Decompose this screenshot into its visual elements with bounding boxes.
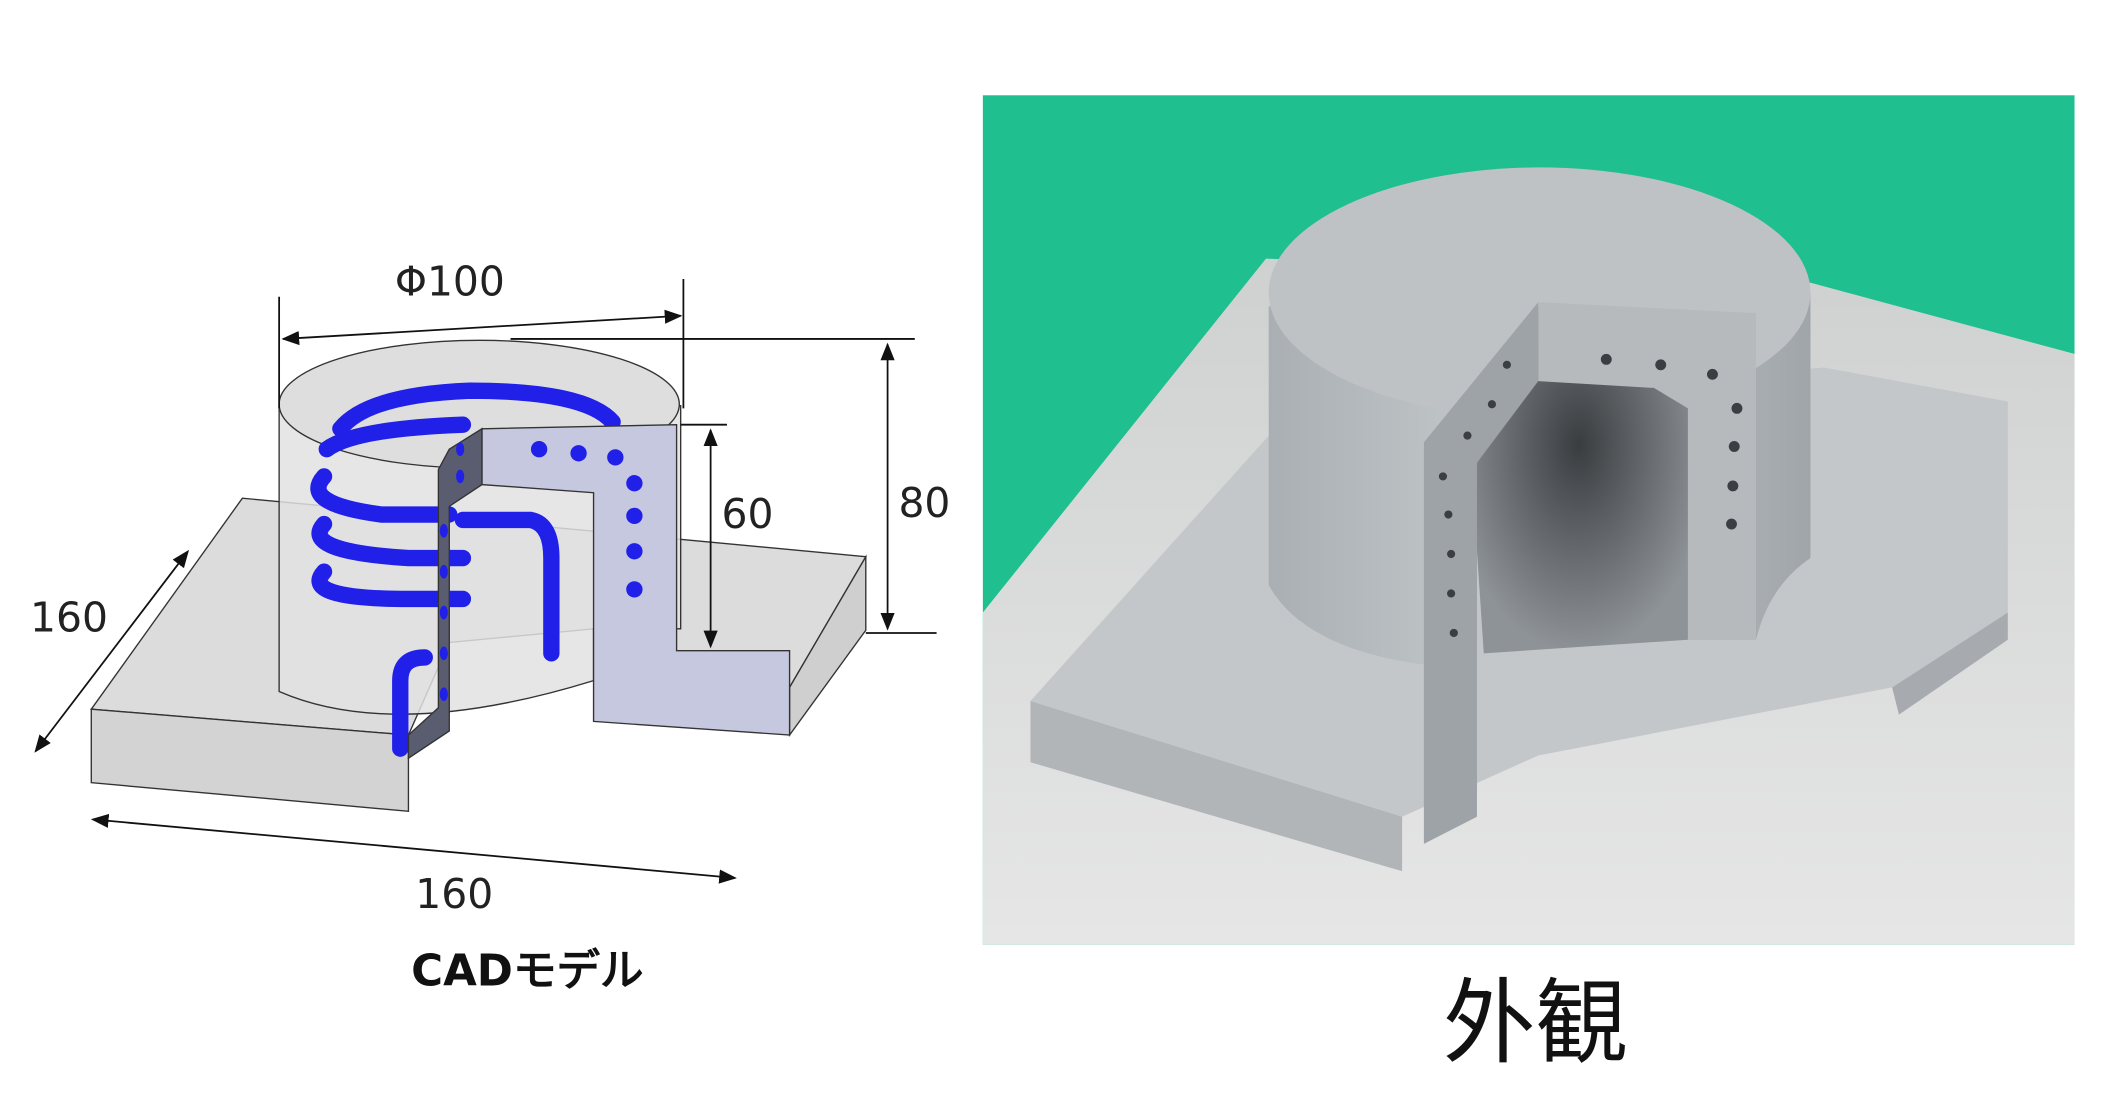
section-edge: [407, 427, 483, 760]
photo-caption: 外観: [1443, 969, 1628, 1077]
dimension-diameter: Φ100: [395, 257, 505, 305]
part-base-front: [1030, 701, 1403, 872]
channel-holes: [439, 441, 643, 702]
part-section-back: [1538, 302, 1757, 640]
cooling-channel: [310, 382, 621, 757]
part-base-right: [1892, 612, 2008, 715]
cad-caption: CADモデル: [411, 946, 643, 996]
dimension-depth: 160: [30, 594, 108, 642]
part-channel-holes: [1438, 353, 1743, 638]
section-face: [481, 423, 791, 736]
dimension-width: 160: [415, 870, 493, 918]
dimension-lines: [34, 279, 937, 884]
dimension-total-height: 80: [898, 479, 950, 527]
part-section-left: [1423, 302, 1539, 844]
photo: 外観: [982, 95, 2075, 1077]
dimension-inner-height: 60: [722, 490, 774, 538]
cad-model: Φ100 60 80 160 160 CADモデル: [30, 257, 950, 996]
